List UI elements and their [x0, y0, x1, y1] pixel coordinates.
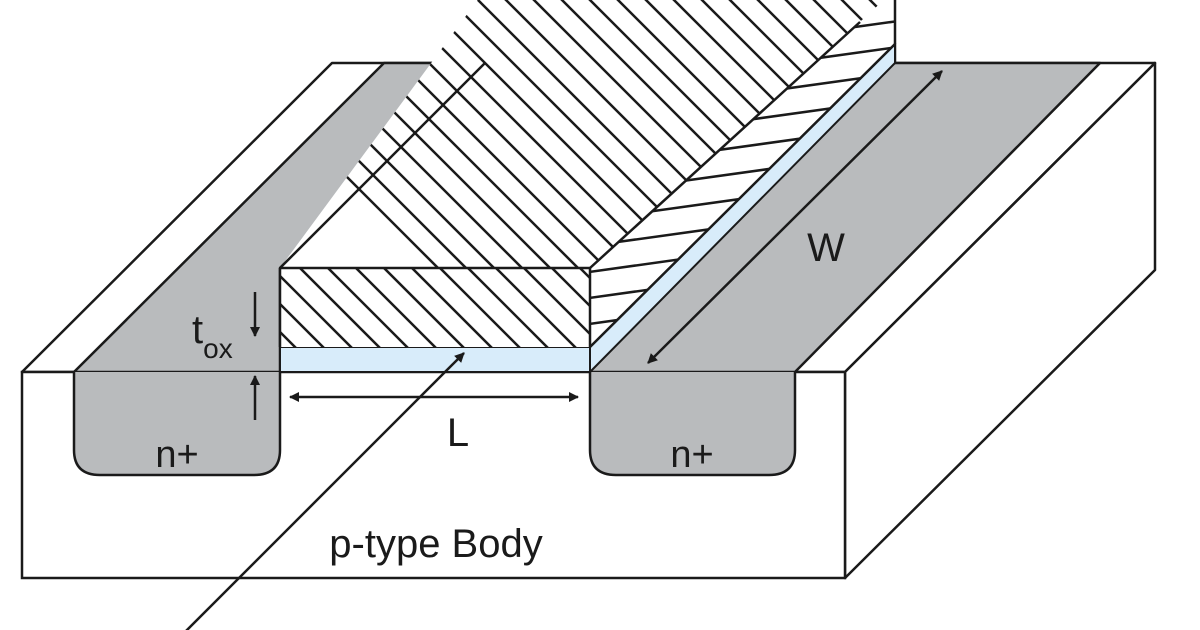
gate-top-face [280, 0, 885, 268]
length-label: L [447, 411, 469, 455]
gate-front-face [280, 268, 590, 347]
oxide-thickness-symbol: t [192, 308, 203, 352]
gate-hatch-line [375, 268, 477, 347]
drain-label: n+ [670, 434, 713, 476]
gate-hatch-line [459, 268, 561, 347]
oxide-pointer-arrow [185, 352, 465, 630]
gate-hatch-line [719, 0, 895, 268]
gate-hatch-line [571, 268, 590, 347]
gate-hatch-line [431, 268, 533, 347]
drain-diffusion-well [588, 372, 797, 477]
width-label: W [807, 226, 845, 270]
width-dimension-arrow [647, 70, 943, 364]
body-label: p-type Body [329, 522, 542, 566]
gate-hatch-line [280, 0, 581, 268]
gate-hatch-line [383, 0, 805, 268]
gate-hatch-line [319, 268, 421, 347]
gate-hatch-line [691, 0, 895, 268]
oxide-thickness-subscript: ox [203, 333, 233, 364]
gate-oxide-front [279, 346, 591, 373]
oxide-thickness-label: tox [192, 308, 233, 364]
gate-hatch-line [411, 0, 833, 268]
gate-hatch-line [487, 268, 589, 347]
gate-hatch-line [280, 0, 609, 268]
gate-hatch-line [280, 268, 309, 347]
gate-hatch-line [347, 268, 449, 347]
source-label: n+ [155, 434, 198, 476]
gate-hatch-line [403, 268, 505, 347]
gate-hatch-line [291, 268, 393, 347]
source-diffusion-well [72, 372, 282, 477]
gate-hatch-line [515, 268, 590, 347]
gate-hatch-line [280, 268, 337, 347]
gate-hatch-line [543, 268, 590, 347]
